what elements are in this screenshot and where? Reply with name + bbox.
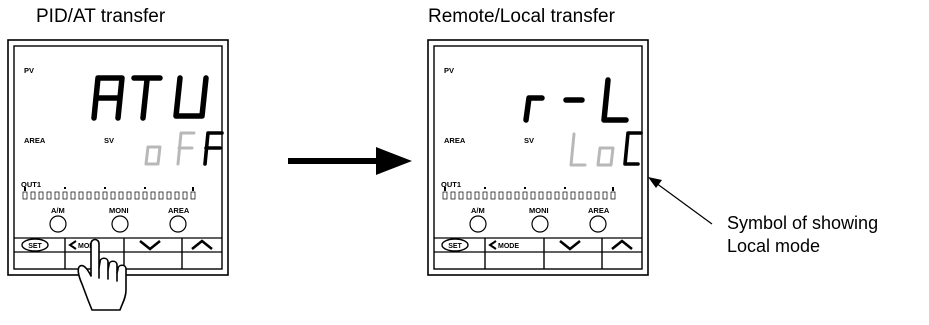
pv-display-left xyxy=(91,75,209,121)
pv-display-right xyxy=(523,77,629,123)
sv-label-left: SV xyxy=(104,136,114,145)
pointing-hand-icon xyxy=(77,238,127,311)
controller-panel-right: PV AREA SV OUT1 A/M MONI AREA xyxy=(426,38,650,277)
key-label-am-left: A/M xyxy=(51,206,65,215)
pv-label-left: PV xyxy=(24,66,34,75)
arrow-right-icon xyxy=(288,147,412,175)
caption-remote-local: Remote/Local transfer xyxy=(428,6,615,27)
out1-label-right: OUT1 xyxy=(441,180,461,189)
area-label-right: AREA xyxy=(444,136,466,145)
sv-display-left xyxy=(144,131,224,166)
key-label-moni-left: MONI xyxy=(109,206,129,215)
controller-panel-left: PV AREA SV OUT1 A/M MONI AREA xyxy=(6,38,230,277)
key-label-area-right: AREA xyxy=(588,206,610,215)
area-label-left: AREA xyxy=(24,136,46,145)
annotation-line-1: Symbol of showing xyxy=(727,213,879,233)
caption-pid-at: PID/AT transfer xyxy=(36,6,166,27)
key-label-moni-right: MONI xyxy=(529,206,549,215)
annotation-leader-arrow xyxy=(648,177,713,225)
sv-display-right xyxy=(569,131,643,167)
key-label-am-right: A/M xyxy=(471,206,485,215)
annotation-line-2: Local mode xyxy=(727,236,821,256)
pv-label-right: PV xyxy=(444,66,454,75)
out1-label-left: OUT1 xyxy=(21,180,41,189)
sv-label-right: SV xyxy=(524,136,534,145)
key-label-area-left: AREA xyxy=(168,206,190,215)
